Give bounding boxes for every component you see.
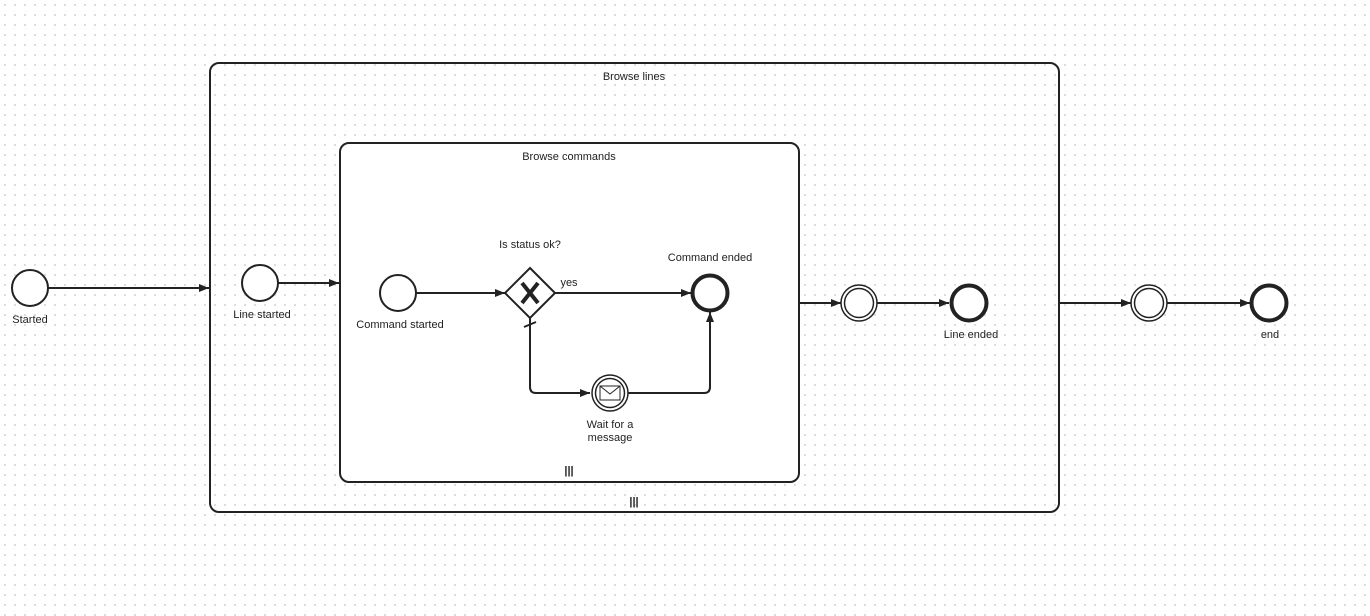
- start-event-label: Command started: [356, 319, 443, 331]
- start-event-line-started[interactable]: Line started: [233, 264, 291, 321]
- start-event-started[interactable]: Started: [11, 269, 49, 326]
- intermediate-message-event[interactable]: Wait for a message: [587, 374, 635, 444]
- outer-subprocess-label: Browse lines: [603, 71, 666, 83]
- x-icon: [520, 281, 540, 305]
- start-event-label: Line started: [233, 309, 290, 321]
- start-event-label: Started: [12, 314, 47, 326]
- envelope-icon: [599, 385, 621, 401]
- inner-subprocess-label: Browse commands: [522, 151, 616, 163]
- inner-subprocess[interactable]: Browse commands |||: [339, 142, 800, 483]
- end-event-label: end: [1261, 329, 1279, 341]
- gateway-label: Is status ok?: [499, 239, 561, 251]
- end-event-end[interactable]: end: [1249, 283, 1289, 342]
- intermediate-event[interactable]: [840, 284, 878, 322]
- end-event-label: Line ended: [944, 329, 998, 341]
- default-flow-marker: [523, 321, 537, 328]
- intermediate-event[interactable]: [1130, 284, 1168, 322]
- flow-wait-to-command-ended: [628, 312, 714, 394]
- wait-event-label-line2: message: [588, 432, 633, 444]
- end-event-label: Command ended: [668, 252, 752, 264]
- multi-instance-marker: |||: [629, 496, 638, 508]
- flow-gateway-default-to-wait: [529, 318, 590, 397]
- multi-instance-marker: |||: [564, 465, 573, 477]
- end-event-command-ended[interactable]: Command ended: [668, 252, 752, 313]
- outer-subprocess[interactable]: Browse lines |||: [209, 62, 1060, 513]
- wait-event-label-line1: Wait for a: [587, 419, 635, 431]
- start-event-command-started[interactable]: Command started: [356, 274, 444, 331]
- sequence-flows: [48, 279, 1250, 397]
- exclusive-gateway[interactable]: Is status ok? yes: [499, 239, 578, 320]
- end-event-line-ended[interactable]: Line ended: [944, 283, 998, 342]
- yes-flow-label: yes: [560, 277, 578, 289]
